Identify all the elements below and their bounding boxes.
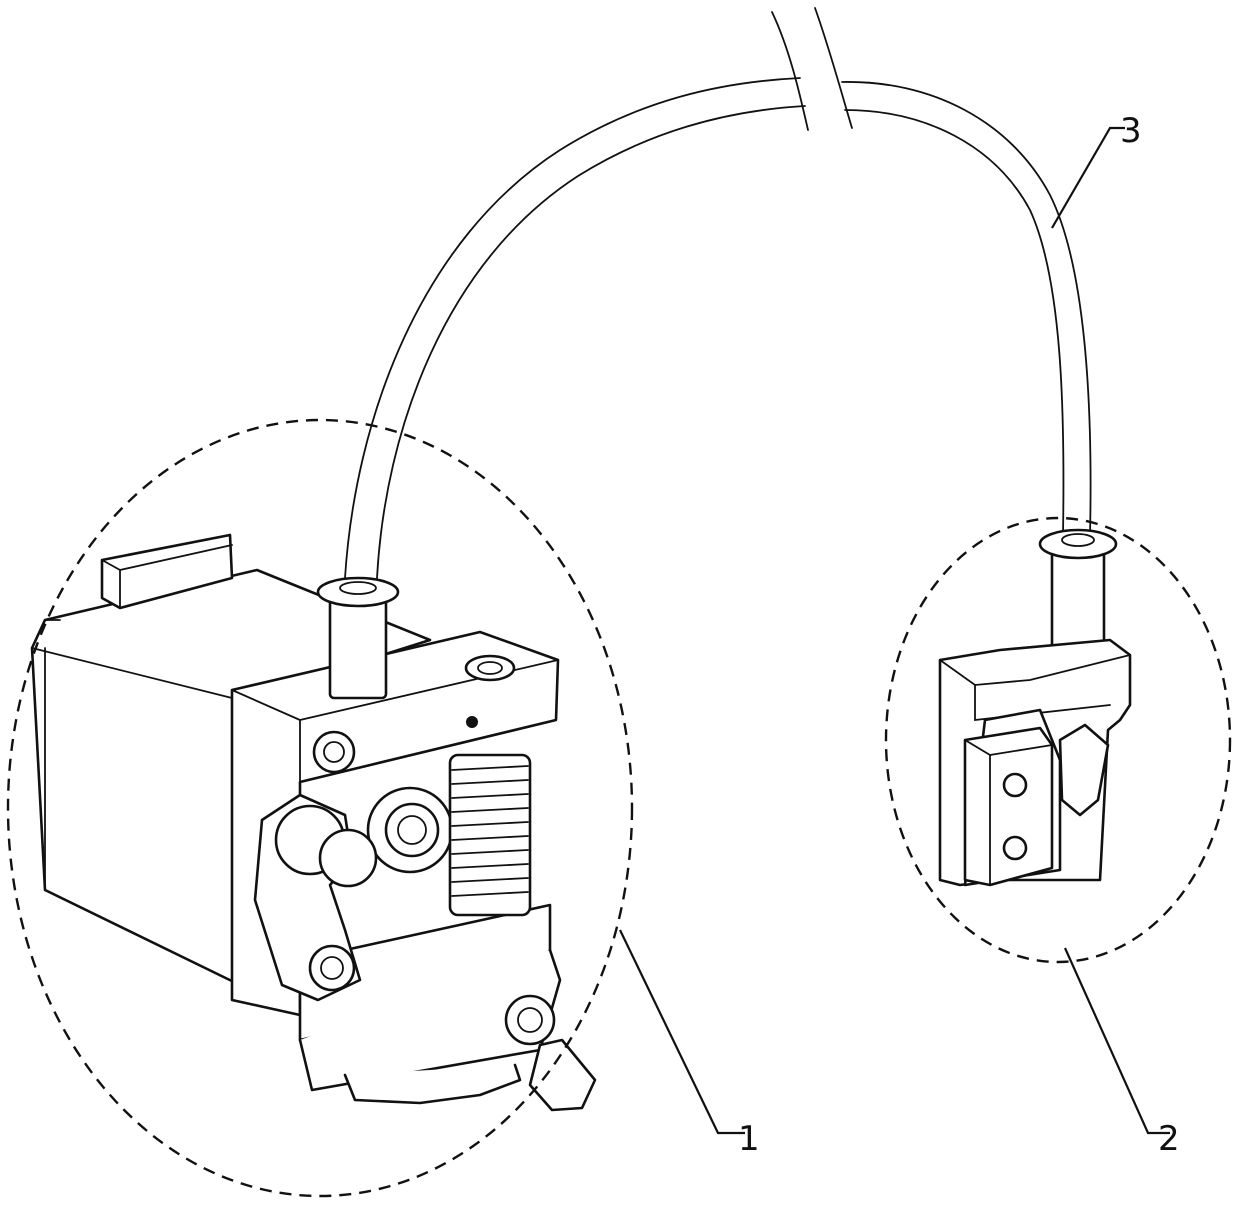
- extruder-tube-fitting: [316, 576, 400, 700]
- release-lever: [343, 1038, 597, 1112]
- screw-front: [504, 994, 556, 1046]
- leader-2: [1063, 947, 1170, 1135]
- extruder-bracket: [230, 630, 560, 1017]
- sensor-actuator: [1058, 723, 1110, 817]
- drive-gear: [366, 786, 454, 874]
- extruder-assembly: [6, 418, 634, 1198]
- feed-tube: [344, 7, 1092, 579]
- label-3: 3: [1120, 111, 1142, 151]
- filament-sensor: [884, 516, 1232, 964]
- tube-break-mark: [771, 7, 853, 131]
- screw-top-left: [312, 730, 356, 774]
- motor-connector: [100, 533, 234, 610]
- leader-3: [1051, 126, 1125, 229]
- tension-spring: [448, 753, 532, 917]
- leader-1: [619, 929, 745, 1135]
- sensor-tube-fitting: [1038, 528, 1118, 660]
- screw-bottom: [308, 944, 356, 992]
- label-2: 2: [1158, 1119, 1180, 1159]
- idler-bearing: [274, 804, 378, 888]
- marker-dot: [466, 716, 478, 728]
- sensor-boundary: [884, 516, 1232, 964]
- label-1: 1: [738, 1119, 760, 1159]
- callouts: 1 2 3: [619, 111, 1180, 1159]
- top-port: [464, 654, 516, 682]
- micro-switch: [963, 726, 1054, 887]
- extruder-boundary: [6, 418, 634, 1198]
